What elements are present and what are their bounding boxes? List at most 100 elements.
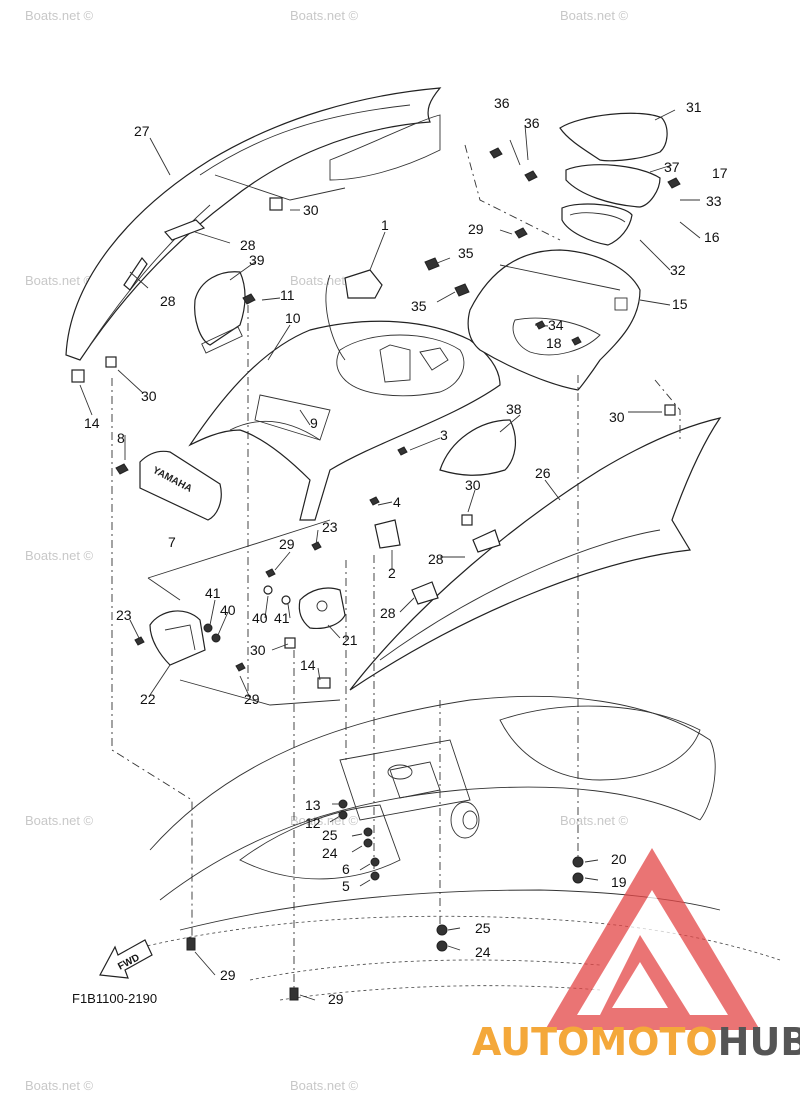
label-16: 16 [704, 229, 720, 245]
label-19: 19 [611, 874, 627, 890]
label-31: 31 [686, 99, 702, 115]
bracket-21 [298, 587, 346, 630]
label-18: 18 [546, 335, 562, 351]
label-29c: 29 [244, 691, 260, 707]
label-35a: 35 [458, 245, 474, 261]
label-28d: 28 [380, 605, 396, 621]
svg-text:AUTOMOTOHUB: AUTOMOTOHUB [472, 1020, 800, 1064]
label-35b: 35 [411, 298, 427, 314]
brand-part-1: AUTO [472, 1020, 589, 1064]
label-5: 5 [342, 878, 350, 894]
label-41b: 41 [274, 610, 290, 626]
label-30e: 30 [250, 642, 266, 658]
label-30c: 30 [609, 409, 625, 425]
clip-30b [105, 356, 117, 368]
label-10: 10 [285, 310, 301, 326]
watermark: Boats.net © [25, 1078, 94, 1093]
part-labels: 1 2 3 4 5 6 7 8 9 10 11 12 13 14 14 15 1… [84, 95, 728, 1007]
label-41a: 41 [205, 585, 221, 601]
watermark: Boats.net © [25, 813, 94, 828]
label-28a: 28 [240, 237, 256, 253]
clip-14a [71, 369, 85, 383]
label-39: 39 [249, 252, 265, 268]
watermark: Boats.net © [560, 8, 629, 23]
label-8: 8 [117, 430, 125, 446]
cover-39 [194, 271, 246, 346]
clip-30a [269, 197, 283, 211]
watermark: Boats.net © [25, 8, 94, 23]
tray-32 [561, 203, 633, 246]
brand-part-2: MOTO [589, 1020, 717, 1064]
diagram-code: F1B1100-2190 [72, 991, 157, 1006]
watermark: Boats.net © [290, 273, 359, 288]
label-11: 11 [280, 287, 295, 303]
lid-37 [565, 164, 661, 208]
watermark: Boats.net © [560, 813, 629, 828]
clip-30c [664, 404, 676, 416]
label-33: 33 [706, 193, 722, 209]
label-21: 21 [342, 632, 358, 648]
label-36a: 36 [494, 95, 510, 111]
label-17: 17 [712, 165, 728, 181]
part-1 [344, 269, 383, 299]
seat-base-10 [188, 320, 501, 521]
label-4: 4 [393, 494, 401, 510]
label-2: 2 [388, 565, 396, 581]
label-30a: 30 [303, 202, 319, 218]
label-34: 34 [548, 317, 564, 333]
decal-28a [163, 219, 206, 241]
side-cover-26 [349, 417, 722, 691]
clip-30d [461, 514, 473, 526]
label-29a: 29 [468, 221, 484, 237]
label-1: 1 [381, 217, 389, 233]
label-23a: 23 [322, 519, 338, 535]
decal-28d [411, 581, 439, 605]
label-24a: 24 [322, 845, 338, 861]
lid-31 [559, 112, 668, 162]
label-32: 32 [670, 262, 686, 278]
label-9: 9 [310, 415, 318, 431]
part-2 [374, 519, 401, 549]
watermark: Boats.net © [290, 8, 359, 23]
watermark: Boats.net © [290, 1078, 359, 1093]
label-36b: 36 [524, 115, 540, 131]
decal-28b [123, 256, 148, 291]
label-24b: 24 [475, 944, 491, 960]
label-7: 7 [168, 534, 176, 550]
watermark: Boats.net © [25, 273, 94, 288]
decal-28c [472, 529, 501, 553]
label-37: 37 [664, 159, 680, 175]
label-26: 26 [535, 465, 551, 481]
label-30b: 30 [141, 388, 157, 404]
watermark: Boats.net © [25, 548, 94, 563]
label-14b: 14 [300, 657, 316, 673]
clip-14b [317, 677, 331, 689]
leader-lines [79, 109, 701, 1001]
label-29d: 29 [220, 967, 236, 983]
label-40b: 40 [252, 610, 268, 626]
label-29b: 29 [279, 536, 295, 552]
bracket-22 [149, 610, 206, 666]
label-22: 22 [140, 691, 156, 707]
cover-38 [439, 419, 517, 476]
brand-part-3: HUB [718, 1020, 800, 1064]
label-20: 20 [611, 851, 627, 867]
label-23b: 23 [116, 607, 132, 623]
label-38: 38 [506, 401, 522, 417]
label-15: 15 [672, 296, 688, 312]
reference-lines [111, 144, 681, 988]
label-14a: 14 [84, 415, 100, 431]
fwd-arrow: FWD [99, 939, 153, 979]
brand-logo-icon [545, 848, 760, 1030]
label-3: 3 [440, 427, 448, 443]
label-12: 12 [305, 815, 321, 831]
fasteners [115, 147, 681, 1001]
label-25b: 25 [475, 920, 491, 936]
label-40a: 40 [220, 602, 236, 618]
label-6: 6 [342, 861, 350, 877]
brand-wordmark: AUTOMOTOHUB [472, 1020, 800, 1064]
label-28c: 28 [428, 551, 444, 567]
label-28b: 28 [160, 293, 176, 309]
label-25a: 25 [322, 827, 338, 843]
